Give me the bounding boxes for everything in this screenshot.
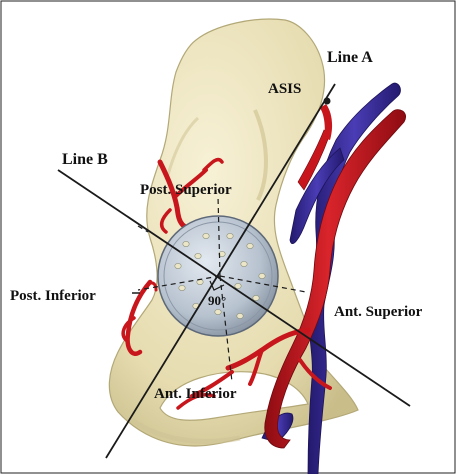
ant-inferior-label: Ant. Inferior	[154, 386, 237, 402]
angle-label: 90°	[208, 293, 226, 308]
post-superior-label: Post. Superior	[140, 182, 232, 198]
post-inferior-label: Post. Inferior	[10, 288, 96, 304]
line-b-label: Line B	[62, 151, 108, 168]
asis-label: ASIS	[268, 81, 301, 97]
asis-marker	[324, 98, 331, 105]
line-a-label: Line A	[327, 49, 373, 66]
ant-superior-label: Ant. Superior	[334, 304, 423, 320]
